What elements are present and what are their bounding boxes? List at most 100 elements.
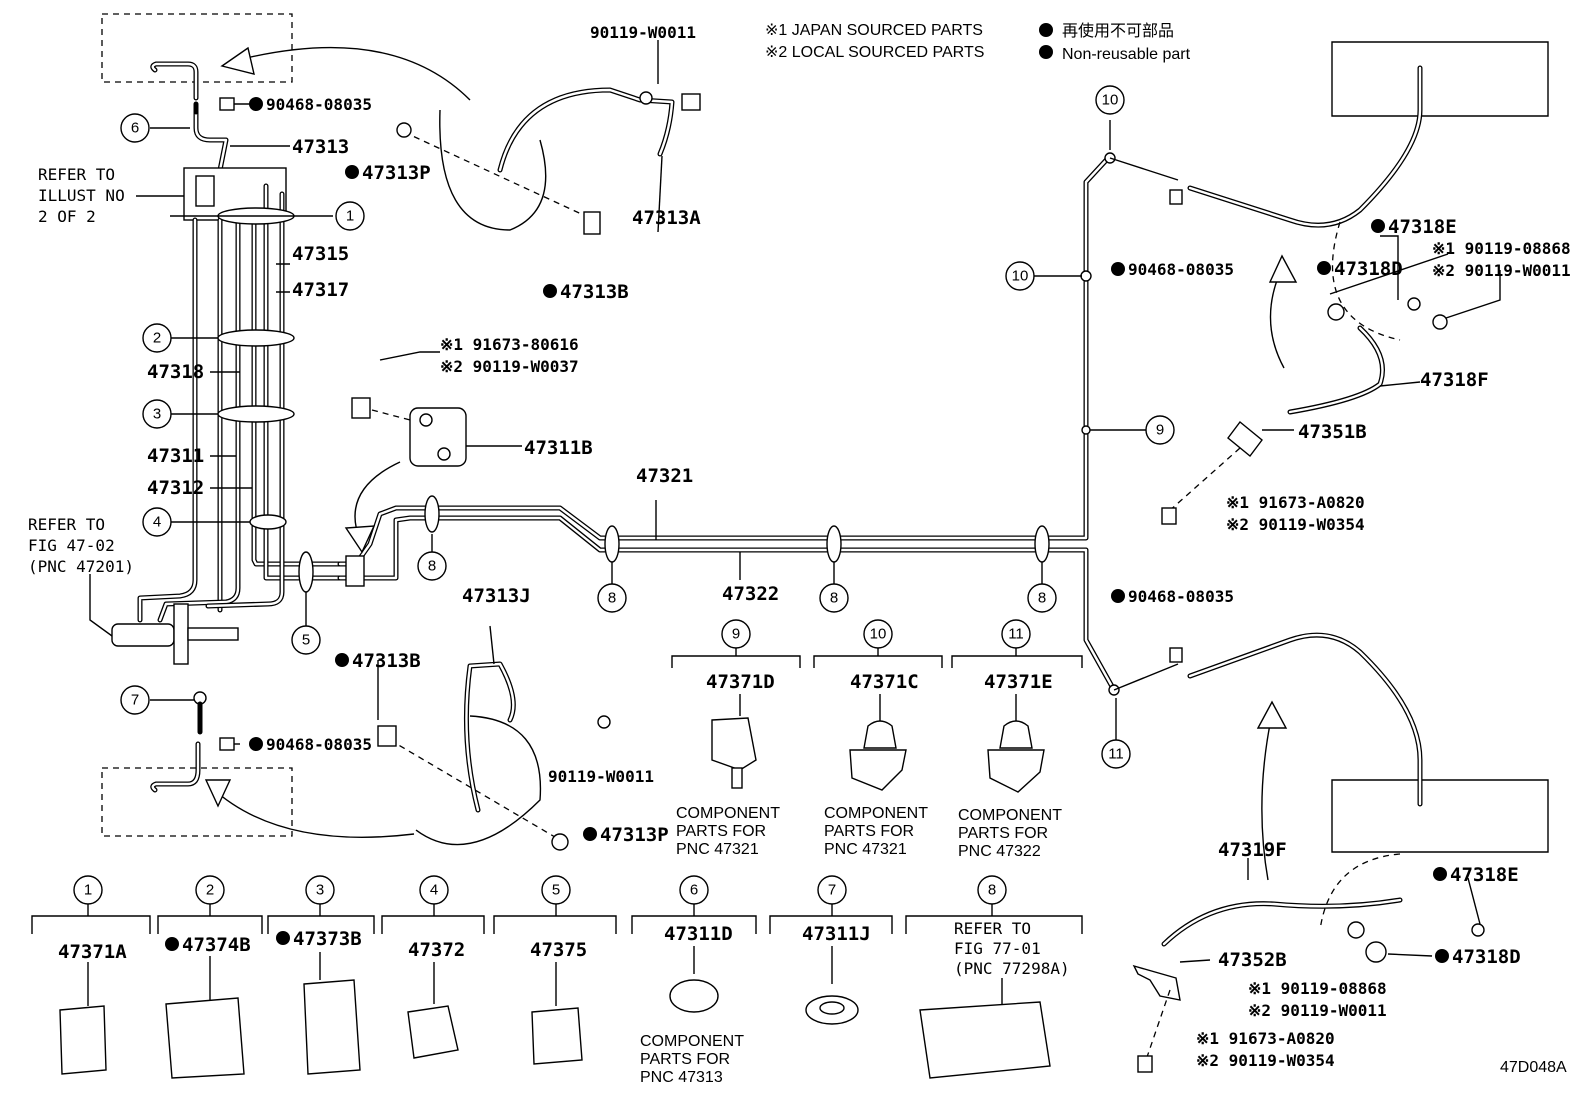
label-47318: 47318	[147, 361, 204, 383]
legend-japan: ※1 JAPAN SOURCED PARTS	[765, 22, 983, 39]
callout-10b-label: 10	[1012, 268, 1029, 285]
diagram-ref-code: 47D048A	[1500, 1059, 1567, 1076]
clamp-47375-icon	[531, 1007, 583, 1065]
callout-11	[1101, 739, 1131, 769]
clamp-8a	[424, 495, 440, 533]
clamp-3	[217, 405, 295, 423]
label-47318D-top: 47318D	[1334, 258, 1403, 280]
clamp-8b	[604, 525, 620, 563]
callout-10a	[1095, 85, 1125, 115]
label-47318F: 47318F	[1420, 369, 1489, 391]
clamp-47374B-icon	[165, 997, 245, 1079]
callout-6-label: 6	[131, 120, 139, 137]
label-90468-08035-tr: 90468-08035	[1128, 260, 1234, 279]
clip-47371D-icon	[711, 717, 757, 771]
callout-8b	[597, 583, 627, 613]
clamp-ref-9-part: 47371D	[706, 671, 775, 693]
clamp-77298A-icon	[919, 1001, 1051, 1079]
refer-illust-line1: REFER TO	[38, 165, 115, 184]
clamp-4	[249, 514, 287, 530]
bottom-ref-2-num: 2	[206, 882, 214, 899]
callout-8d	[1027, 583, 1057, 613]
bottom-ref-5-part: 47375	[530, 939, 587, 961]
label-47321: 47321	[636, 465, 693, 487]
clamp-ref-10-part: 47371C	[850, 671, 919, 693]
clamp-ref-10: 10 47371C COMPONENT PARTS FOR PNC 47321	[813, 619, 943, 858]
callout-4-label: 4	[153, 514, 161, 531]
lower-sensor-harness	[377, 625, 611, 851]
label-47318E-top: 47318E	[1388, 216, 1457, 238]
bottom-ref-3-num: 3	[316, 882, 324, 899]
callout-8d-label: 8	[1038, 590, 1046, 607]
clamp-ref-11: 11 47371E COMPONENT PARTS FOR PNC 47322	[951, 619, 1083, 860]
callout-10b	[1005, 261, 1035, 291]
label-47318E-bottom: 47318E	[1450, 864, 1519, 886]
bottom-ref-7-num: 7	[828, 882, 836, 899]
bottom-ref-6-note2: PARTS FOR	[640, 1051, 730, 1068]
bottom-ref-8-note1: REFER TO	[954, 919, 1031, 938]
clamp-ref-10-note3: PNC 47321	[824, 841, 907, 858]
label-47318D-bottom: 47318D	[1452, 946, 1521, 968]
clamp-ref-10-num: 10	[870, 626, 887, 643]
label-bolt1-jp: ※1 91673-80616	[440, 335, 579, 354]
label-bolt2-jp: ※1 91673-A0820	[1226, 493, 1365, 512]
nonreusable-dot-icon	[1039, 23, 1053, 37]
callout-7-label: 7	[131, 692, 139, 709]
bottom-ref-6-note1: COMPONENT	[640, 1033, 744, 1050]
bottom-ref-6-note3: PNC 47313	[640, 1069, 723, 1086]
label-47322: 47322	[722, 583, 779, 605]
bracket-47352B	[1132, 964, 1181, 1001]
front-left-caliper-area	[101, 13, 471, 101]
bottom-ref-6-num: 6	[690, 882, 698, 899]
clamp-8d	[1034, 525, 1050, 563]
bracket-47351B	[1227, 420, 1263, 458]
label-47311B: 47311B	[524, 437, 593, 459]
clamp-ref-9-num: 9	[732, 626, 740, 643]
bracket-47311B	[351, 397, 467, 467]
main-brake-lines	[337, 152, 1179, 696]
label-47315: 47315	[292, 243, 349, 265]
clamp-ref-9: 9 47371D COMPONENT PARTS FOR PNC 47321	[671, 619, 801, 858]
label-90468-08035-bl: 90468-08035	[266, 735, 372, 754]
label-90119-W0011-top-right: ※2 90119-W0011	[1432, 261, 1571, 280]
clip-47371E-icon	[987, 749, 1045, 793]
callout-8c	[819, 583, 849, 613]
clamp-ref-9-note3: PNC 47321	[676, 841, 759, 858]
bottom-ref-5-num: 5	[552, 882, 560, 899]
bottom-ref-1: 1 47371A	[31, 875, 151, 1075]
callout-6	[120, 113, 150, 143]
callout-7	[120, 685, 150, 715]
callout-3	[142, 399, 172, 429]
bottom-ref-4-num: 4	[430, 882, 438, 899]
label-90468-08035-tl: 90468-08035	[266, 95, 372, 114]
clamp-ref-11-num: 11	[1008, 626, 1024, 643]
bottom-ref-8: 8 REFER TO FIG 77-01 (PNC 77298A)	[905, 875, 1083, 1079]
clamp-47372-icon	[407, 1005, 459, 1059]
label-90119-W0011-top: 90119-W0011	[590, 23, 696, 42]
clamp-ref-11-note2: PARTS FOR	[958, 825, 1048, 842]
label-47313P-mid: 47313P	[600, 824, 669, 846]
bottom-ref-7-part: 47311J	[802, 923, 871, 945]
clamp-ref-10-note2: PARTS FOR	[824, 823, 914, 840]
clamp-8c	[826, 525, 842, 563]
bottom-ref-4-part: 47372	[408, 939, 465, 961]
label-47351B: 47351B	[1298, 421, 1367, 443]
bottom-ref-7: 7 47311J	[769, 875, 893, 1025]
label-47313J: 47313J	[462, 585, 531, 607]
callout-8b-label: 8	[608, 590, 616, 607]
callout-8a-label: 8	[428, 558, 436, 575]
nonreusable-dot-icon	[1039, 45, 1053, 59]
bottom-ref-8-note3: (PNC 77298A)	[954, 959, 1070, 978]
grommet-47311D-icon	[669, 979, 719, 1013]
bottom-ref-4: 4 47372	[381, 875, 485, 1059]
master-cylinder	[111, 623, 175, 647]
label-90468-08035-br: 90468-08035	[1128, 587, 1234, 606]
clamp-ref-11-part: 47371E	[984, 671, 1053, 693]
label-47313P-top: 47313P	[362, 162, 431, 184]
legend-nonreusable-jp: 再使用不可部品	[1062, 22, 1174, 40]
callout-2	[142, 323, 172, 353]
callout-4	[142, 507, 172, 537]
legend-nonreusable-en: Non-reusable part	[1062, 46, 1191, 63]
label-47313B-top: 47313B	[560, 281, 629, 303]
bottom-ref-3: 3 47373B	[267, 875, 375, 1075]
